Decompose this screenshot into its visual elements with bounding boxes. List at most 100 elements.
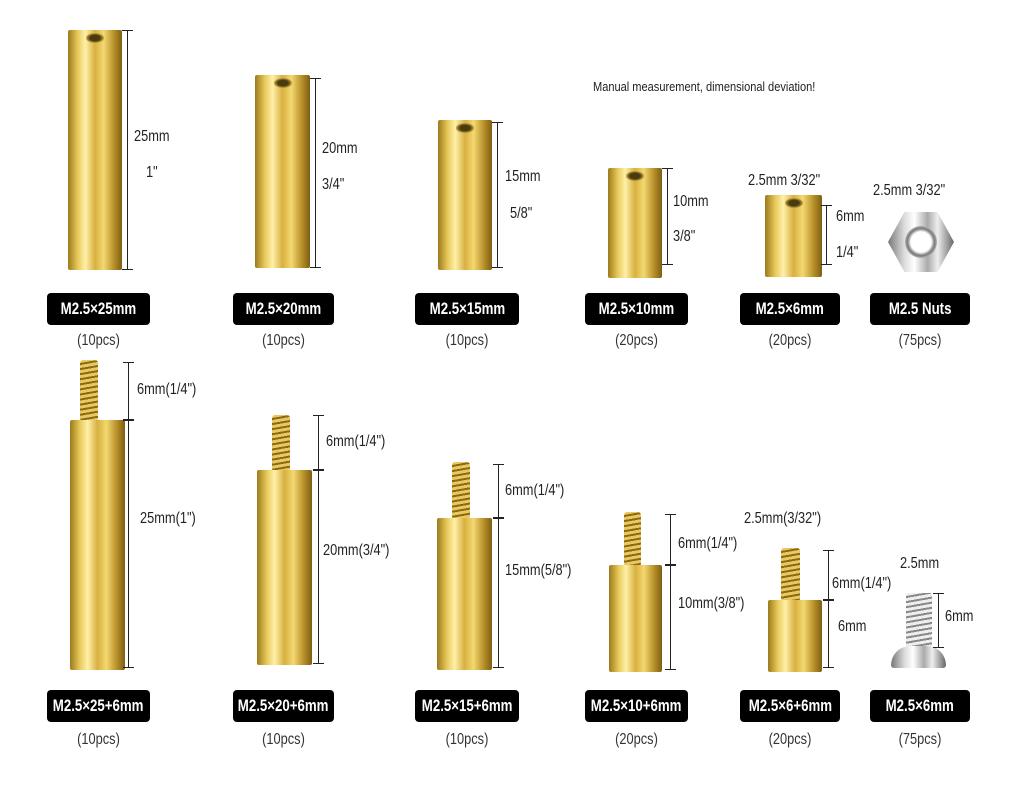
dimension-line [933,593,944,648]
dimension-text: 6mm(1/4") [832,575,892,592]
dimension-text: 15mm(5/8") [505,562,572,579]
dimension-text: 20mm [322,140,358,157]
size-label-text: M2.5×10+6mm [591,696,682,715]
standoff-body [768,600,822,672]
size-label-text: M2.5×6+6mm [748,696,832,715]
dimension-text: 3/4" [322,176,345,193]
size-label-text: M2.5×10mm [598,299,675,318]
size-label: M2.5×25mm [47,293,150,325]
dimension-line [821,205,832,265]
female-standoff [608,168,662,278]
size-label: M2.5×6mm [740,293,840,325]
dimension-text: 15mm [505,168,541,185]
male-thread [452,462,470,518]
dimension-line [665,565,676,670]
dimension-text: 6mm(1/4") [137,381,197,398]
size-label: M2.5×15+6mm [415,690,519,722]
dimension-text: 6mm(1/4") [505,482,565,499]
size-label: M2.5×25+6mm [47,690,150,722]
dimension-text: 10mm [673,193,709,210]
male-thread [272,415,290,470]
female-standoff [438,120,492,270]
dimension-text: 25mm [134,128,170,145]
quantity-text: (10pcs) [445,731,489,748]
standoff-body [70,420,125,670]
dimension-text: 2.5mm [900,555,940,572]
measurement-note: Manual measurement, dimensional deviatio… [593,79,816,94]
size-label: M2.5×10+6mm [585,690,688,722]
quantity-text: (75pcs) [898,731,942,748]
quantity-text: (20pcs) [615,731,658,748]
dimension-line [662,168,673,265]
quantity-text: (20pcs) [768,332,812,349]
standoff-body [437,518,492,670]
dimension-line [665,514,676,565]
thread-hole [784,198,803,208]
female-standoff [68,30,122,270]
size-label-text: M2.5×6mm [885,696,955,715]
dimension-line [492,122,503,268]
nut-hole [905,226,937,258]
size-label-text: M2.5×25+6mm [53,696,144,715]
dimension-text: 3/8" [673,228,696,245]
size-label-text: M2.5×20mm [245,299,322,318]
dimension-text: 5/8" [510,205,533,222]
male-thread [80,360,98,420]
standoff-body [609,565,662,672]
quantity-text: (10pcs) [77,332,120,349]
dimension-text: 25mm(1") [140,510,196,527]
dimension-line [493,464,504,518]
size-label: M2.5×20mm [233,293,334,325]
size-label: M2.5×15mm [415,293,519,325]
thread-hole [626,171,644,181]
dimension-text: 6mm(1/4") [678,535,738,552]
dimension-line [310,78,321,268]
dimension-text: 2.5mm(3/32") [744,510,822,527]
dimension-text: 6mm [838,618,867,635]
dimension-text: 6mm [945,608,974,625]
male-thread [781,548,800,600]
dimension-line [313,470,324,664]
size-label-text: M2.5×15mm [429,299,505,318]
thread-hole [273,78,292,88]
quantity-text: (10pcs) [262,731,305,748]
dimension-text: 6mm [836,208,865,225]
dimension-line [493,518,504,668]
quantity-text: (75pcs) [898,332,942,349]
dimension-text: 2.5mm 3/32" [873,182,946,199]
dimension-text: 1/4" [836,244,859,261]
thread-hole [86,33,104,43]
size-label: M2.5×6+6mm [740,690,840,722]
dimension-text: 1" [146,164,158,181]
size-label-text: M2.5×6mm [755,299,825,318]
quantity-text: (10pcs) [262,332,305,349]
dimension-text: 10mm(3/8") [678,595,745,612]
size-label-text: M2.5×25mm [60,299,137,318]
dimension-line [122,30,133,270]
dimension-line [123,420,134,668]
standoff-body [257,470,312,665]
female-standoff [255,75,310,268]
quantity-text: (10pcs) [445,332,489,349]
dimension-line [123,362,134,420]
female-standoff [765,195,822,277]
quantity-text: (10pcs) [77,731,120,748]
screw-head [891,646,946,668]
size-label: M2.5×20+6mm [233,690,334,722]
thread-hole [456,123,474,133]
size-label-text: M2.5 Nuts [888,299,952,318]
dimension-line [823,600,834,668]
dimension-text: 20mm(3/4") [323,542,390,559]
quantity-text: (20pcs) [615,332,658,349]
male-thread [624,512,641,565]
dimension-text: 6mm(1/4") [326,433,386,450]
size-label-text: M2.5×15+6mm [421,696,513,715]
size-label: M2.5×6mm [870,690,970,722]
quantity-text: (20pcs) [768,731,812,748]
dimension-text: 2.5mm 3/32" [748,172,821,189]
screw-shank [906,593,932,649]
size-label: M2.5 Nuts [870,293,970,325]
size-label-text: M2.5×20+6mm [238,696,329,715]
dimension-line [313,415,324,470]
